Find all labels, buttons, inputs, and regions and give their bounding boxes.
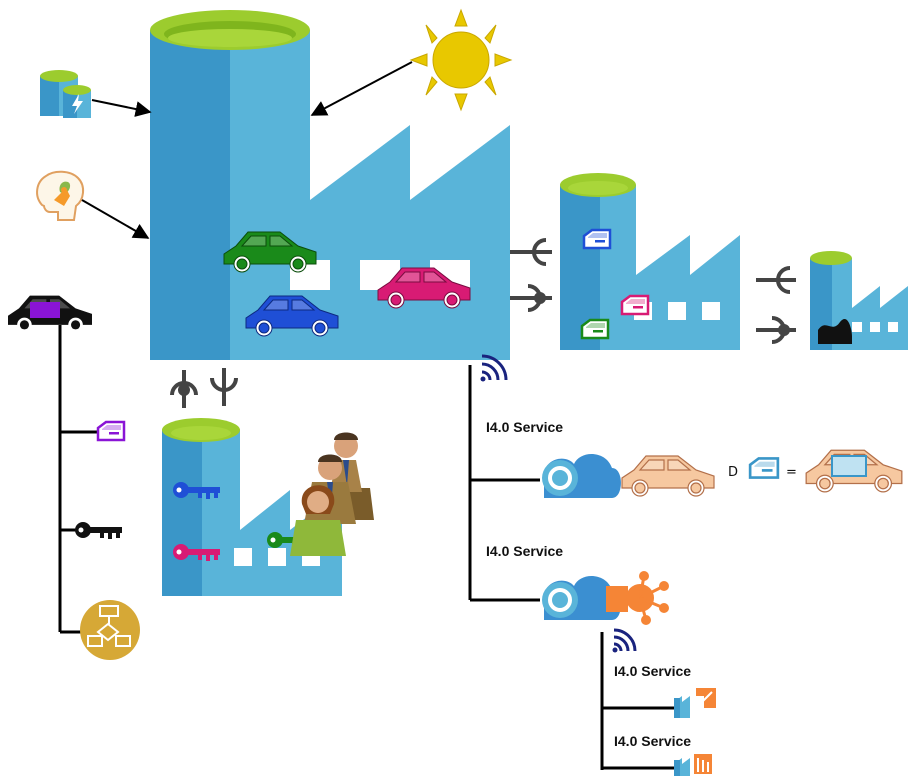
service-tree: I4.0 Service D = I4.0 Service — [468, 354, 903, 776]
formula-operator: D — [728, 465, 738, 480]
brain-icon — [36, 170, 84, 221]
vehicle-component-tree — [8, 295, 140, 660]
car-icon — [8, 295, 92, 333]
service-label: I4.0 Service — [614, 663, 691, 679]
door-icon — [620, 294, 650, 316]
lollipop-socket-icon — [170, 368, 238, 408]
service-label: I4.0 Service — [614, 733, 691, 749]
key-icon — [75, 522, 122, 539]
service-label: I4.0 Service — [486, 419, 563, 435]
aws-factory-icon — [674, 688, 716, 718]
cloud-gear-icon — [542, 575, 621, 620]
car-icon — [805, 449, 903, 493]
lollipop-socket-icon — [510, 238, 552, 312]
wifi-icon — [612, 628, 637, 653]
door-factory — [560, 173, 740, 350]
formula-equals: = — [786, 465, 797, 480]
sun-icon — [409, 8, 513, 112]
lollipop-socket-icon — [756, 266, 796, 344]
aws-hub-icon — [606, 571, 669, 625]
workflow-icon — [80, 600, 140, 660]
material-factory — [810, 251, 908, 350]
people-icon — [290, 432, 374, 556]
door-icon — [580, 318, 610, 340]
door-icon — [96, 420, 126, 442]
sql-database-icon — [40, 70, 91, 118]
main-factory — [150, 10, 510, 360]
wifi-icon — [480, 354, 508, 382]
car-icon — [621, 455, 715, 497]
aws-factory-icon — [674, 754, 712, 776]
door-icon — [582, 228, 612, 250]
cloud-gear-icon — [542, 453, 621, 498]
door-icon — [748, 457, 780, 479]
service-label: I4.0 Service — [486, 543, 563, 559]
